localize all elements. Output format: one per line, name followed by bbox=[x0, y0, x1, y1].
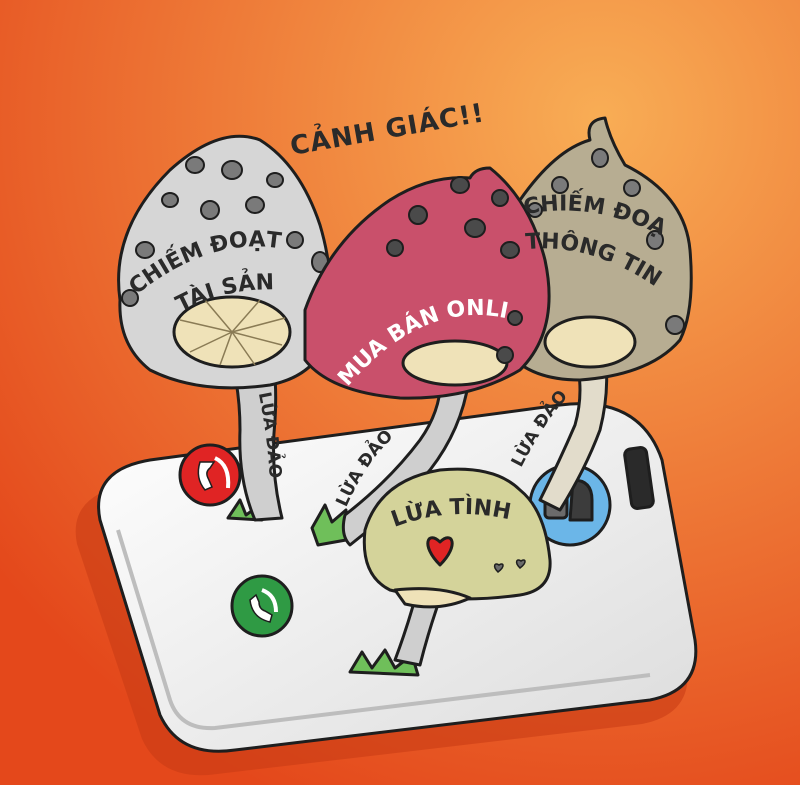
phone-side-button bbox=[623, 446, 655, 510]
mushroom-right-stem bbox=[538, 353, 609, 512]
mushroom-center bbox=[303, 166, 551, 547]
mushroom-small bbox=[362, 467, 552, 667]
mushroom-center-gills bbox=[401, 339, 509, 387]
small-heart-icon bbox=[515, 559, 526, 569]
phone-edge bbox=[116, 529, 651, 731]
mushroom-center-stem bbox=[341, 363, 472, 547]
small-heart-icon bbox=[493, 563, 504, 573]
phone-decline-icon bbox=[178, 443, 242, 507]
grass-tuft-2 bbox=[310, 503, 348, 547]
heart-icon bbox=[426, 536, 454, 567]
mushroom-center-cap bbox=[303, 166, 551, 400]
grass-tuft-3 bbox=[348, 648, 420, 677]
mushroom-right-gills bbox=[543, 315, 637, 369]
phone-accept-icon bbox=[230, 574, 294, 638]
